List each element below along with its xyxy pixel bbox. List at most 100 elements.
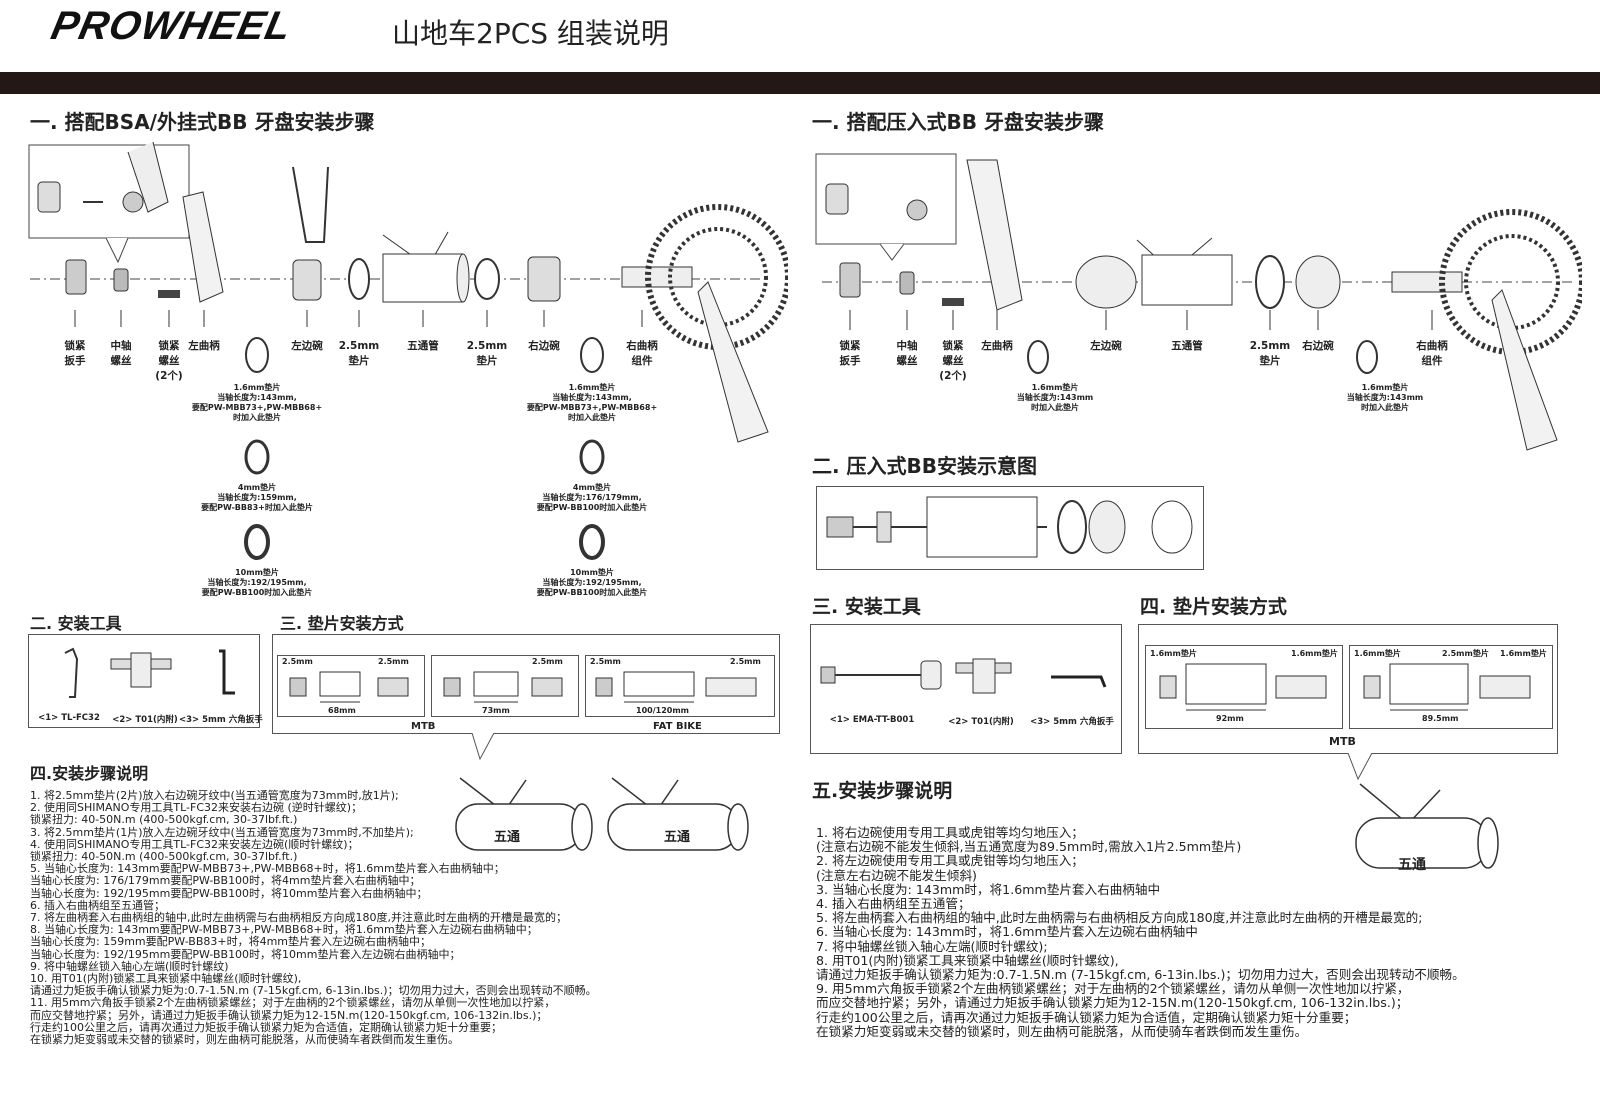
press-spacer-panel-92: 1.6mm垫片 1.6mm垫片 92mm [1145,645,1343,729]
callout-pointer-right [1347,753,1373,781]
step-line: 5. 当轴心长度为: 143mm要配PW-MBB73+,PW-MBB68+时，将… [30,862,505,876]
step-line: 锁紧扭力: 40-50N.m (400-500kgf.cm, 30-37lbf.… [30,813,298,827]
left-spacer-install-title: 三. 垫片安装方式 [280,614,404,633]
step-line: 6. 插入右曲柄组至五通管； [30,898,165,912]
mtb-label-right: MTB [1329,735,1356,748]
step-line: 6. 当轴心长度为: 143mm时，将1.6mm垫片套入左边碗右曲柄轴中 [816,924,1198,940]
step-line: 7. 将中轴螺丝锁入轴心左端(顺时针螺纹); [816,938,1048,954]
spacer-note-10mm-right: 10mm垫片 当轴长度为:192/195mm, 要配PW-BB100时加入此垫片 [536,568,648,597]
step-line: 请通过力矩扳手确认锁紧力矩为:0.7-1.5N.m (7-15kgf.cm, 6… [816,967,1465,983]
tool-tl-fc32-caption: <1> TL-FC32 [38,713,100,723]
part-label-lock-wrench: 锁紧 扳手 [64,340,86,367]
left-section1-title: 一. 搭配BSA/外挂式BB 牙盘安装步骤 [30,110,375,134]
press-panel-89-left: 1.6mm垫片 [1354,649,1401,658]
step-line: 当轴心长度为: 192/195mm要配PW-BB100时，将10mm垫片套入右曲… [30,886,428,900]
brand-logo: PROWHEEL [47,4,296,48]
spacer-panel-68-illustration [289,671,409,703]
spacer-panel-100-right: 2.5mm [730,657,761,666]
header-bar [0,72,1600,94]
press-part-label-left-cup: 左边碗 [1090,340,1122,352]
left-spacer-install-box: 2.5mm 2.5mm 68mm 2.5mm 73mm 2.5mm 2.5mm … [272,634,780,734]
step-line: (注意左右边碗不能发生倾斜) [816,867,977,883]
part-label-left-crank: 左曲柄 [188,340,220,352]
part-label-spacer-right: 2.5mm 垫片 [466,340,508,367]
step-line: 5. 将左曲柄套入右曲柄组的轴中,此时左曲柄需与右曲柄相反方向成180度,并注意… [816,910,1423,926]
right-tools-title: 三. 安装工具 [812,596,921,618]
step-line: 3. 将2.5mm垫片(1片)放入左边碗牙纹中(当五通管宽度为73mm时,不加垫… [30,825,414,839]
step-line: 在锁紧力矩变弱或未交替的锁紧时，则左曲柄可能脱落，从而使骑车者跌倒而发生重伤。 [30,1033,459,1047]
bb-shell-figure-right [1355,783,1499,869]
part-label-right-crank: 右曲柄 组件 [626,340,658,367]
tool-ema-caption: <1> EMA-TT-B001 [829,715,915,725]
spacer-panel-100-width: 100/120mm [636,706,689,715]
mtb-label-left: MTB [411,721,436,732]
spacer-panel-100-illustration [595,671,757,703]
step-line: 1. 将2.5mm垫片(2片)放入右边碗牙纹中(当五通管宽度为73mm时,放1片… [30,789,399,802]
tool-hex-wrench-caption: <3> 5mm 六角扳手 [179,715,263,725]
step-line: 当轴心长度为: 192/195mm要配PW-BB100时，将10mm垫片套入左边… [30,947,461,961]
right-steps-list: 1. 将右边碗使用专用工具或虎钳等均匀地压入； (注意右边碗不能发生倾斜,当五通… [816,825,1536,1039]
spacer-panel-100-left: 2.5mm [590,657,621,666]
step-line: 3. 当轴心长度为: 143mm时，将1.6mm垫片套入右曲柄轴中 [816,881,1161,897]
spacer-panel-68-right: 2.5mm [378,657,409,666]
press-panel-89-illustration [1363,663,1531,711]
step-line: 2. 使用同SHIMANO专用工具TL-FC32来安装右边碗 (逆时针螺纹)； [30,801,363,815]
press-part-label-axle-bolt: 中轴 螺丝 [896,340,918,367]
step-line: 在锁紧力矩变弱或未交替的锁紧时，则左曲柄可能脱落，从而使骑车者跌倒而发生重伤。 [816,1023,1308,1039]
part-label-lock-bolts: 锁紧 螺丝 (2个) [155,340,183,382]
tool-t01-caption: <2> T01(内附) [112,715,178,725]
left-tools-title: 二. 安装工具 [30,614,122,633]
spacer-panel-68-width: 68mm [328,706,356,715]
press-part-label-lock-bolts: 锁紧 螺丝 (2个) [939,340,967,382]
step-line: 1. 将右边碗使用专用工具或虎钳等均匀地压入； [816,825,1084,840]
press-install-illustration [826,496,1193,558]
step-line: 锁紧扭力: 40-50N.m (400-500kgf.cm, 30-37lbf.… [30,850,298,864]
right-section1-title: 一. 搭配压入式BB 牙盘安装步骤 [812,110,1105,134]
step-line: 7. 将左曲柄套入右曲柄组的轴中,此时左曲柄需与右曲柄相反方向成180度,并注意… [30,911,567,925]
spacer-note-1-6mm-left: 1.6mm垫片 当轴长度为:143mm, 要配PW-MBB73+,PW-MBB6… [191,383,323,422]
spacer-panel-73-width: 73mm [482,706,510,715]
press-part-label-bb-shell: 五通管 [1171,340,1203,352]
step-line: 8. 用T01(内附)锁紧工具来锁紧中轴螺丝(顺时针螺纹), [816,952,1119,968]
press-panel-92-right: 1.6mm垫片 [1291,649,1338,658]
step-line: 当轴心长度为: 176/179mm要配PW-BB100时，将4mm垫片套入右曲柄… [30,874,421,888]
press-install-diagram-box [816,486,1204,570]
press-spacer-note-right: 1.6mm垫片 当轴长度为:143mm 时加入此垫片 [1346,383,1424,412]
press-part-label-right-cup: 右边碗 [1302,340,1334,352]
press-part-label-right-crank: 右曲柄 组件 [1416,340,1448,367]
left-steps-list: 1. 将2.5mm垫片(2片)放入右边碗牙纹中(当五通管宽度为73mm时,放1片… [30,789,630,1047]
right-steps-title: 五.安装步骤说明 [812,780,953,802]
part-label-left-cup: 左边碗 [291,340,323,352]
step-line: 10. 用T01(内附)锁紧工具来锁紧中轴螺丝(顺时针螺纹), [30,972,302,986]
spacer-note-1-6mm-right: 1.6mm垫片 当轴长度为:143mm, 要配PW-MBB73+,PW-MBB6… [526,383,658,422]
fatbike-label: FAT BIKE [653,721,702,732]
step-line: 而应交替地拧紧；另外，请通过力矩扳手确认锁紧力矩为12-15N.m(120-15… [816,995,1409,1011]
part-label-bb-shell: 五通管 [407,340,439,352]
press-panel-92-left: 1.6mm垫片 [1150,649,1197,658]
press-part-label-left-crank: 左曲柄 [981,340,1013,352]
spacer-panel-73-illustration [443,671,563,703]
press-panel-92-width: 92mm [1216,714,1244,723]
step-line: 4. 插入右曲柄组至五通管； [816,896,971,912]
spacer-panel-68-left: 2.5mm [282,657,313,666]
press-panel-89-mid: 2.5mm垫片 [1442,649,1489,658]
tool-t01-caption-right: <2> T01(内附) [948,717,1014,727]
spacer-note-10mm-left: 10mm垫片 当轴长度为:192/195mm, 要配PW-BB100时加入此垫片 [201,568,313,597]
tools-illustration [64,647,235,698]
press-panel-89-right: 1.6mm垫片 [1500,649,1547,658]
press-part-label-lock-wrench: 锁紧 扳手 [839,340,861,367]
press-panel-89-width: 89.5mm [1422,714,1459,723]
step-line: 8. 当轴心长度为: 143mm要配PW-MBB73+,PW-MBB68+时，将… [30,923,538,937]
step-line: 11. 用5mm六角扳手锁紧2个左曲柄锁紧螺丝；对于左曲柄的2个锁紧螺丝，请勿从… [30,996,556,1010]
left-steps-title: 四.安装步骤说明 [30,764,149,783]
spacer-note-4mm-right: 4mm垫片 当轴长度为:176/179mm, 要配PW-BB100时加入此垫片 [536,483,648,512]
step-line: (注意右边碗不能发生倾斜,当五通宽度为89.5mm时,需放入1片2.5mm垫片) [816,839,1242,855]
press-tools-illustration [820,658,1107,694]
press-spacer-panel-89-5: 1.6mm垫片 2.5mm垫片 1.6mm垫片 89.5mm [1349,645,1553,729]
press-part-label-spacer: 2.5mm 垫片 [1249,340,1291,367]
spacer-note-4mm-left: 4mm垫片 当轴长度为:159mm, 要配PW-BB83+时加入此垫片 [201,483,313,512]
step-line: 当轴心长度为: 159mm要配PW-BB83+时，将4mm垫片套入左边碗右曲柄轴… [30,935,432,949]
step-line: 2. 将左边碗使用专用工具或虎钳等均匀地压入； [816,853,1084,869]
right-tools-box: <1> EMA-TT-B001 <2> T01(内附) <3> 5mm 六角扳手 [810,624,1122,754]
callout-pointer [471,733,495,761]
